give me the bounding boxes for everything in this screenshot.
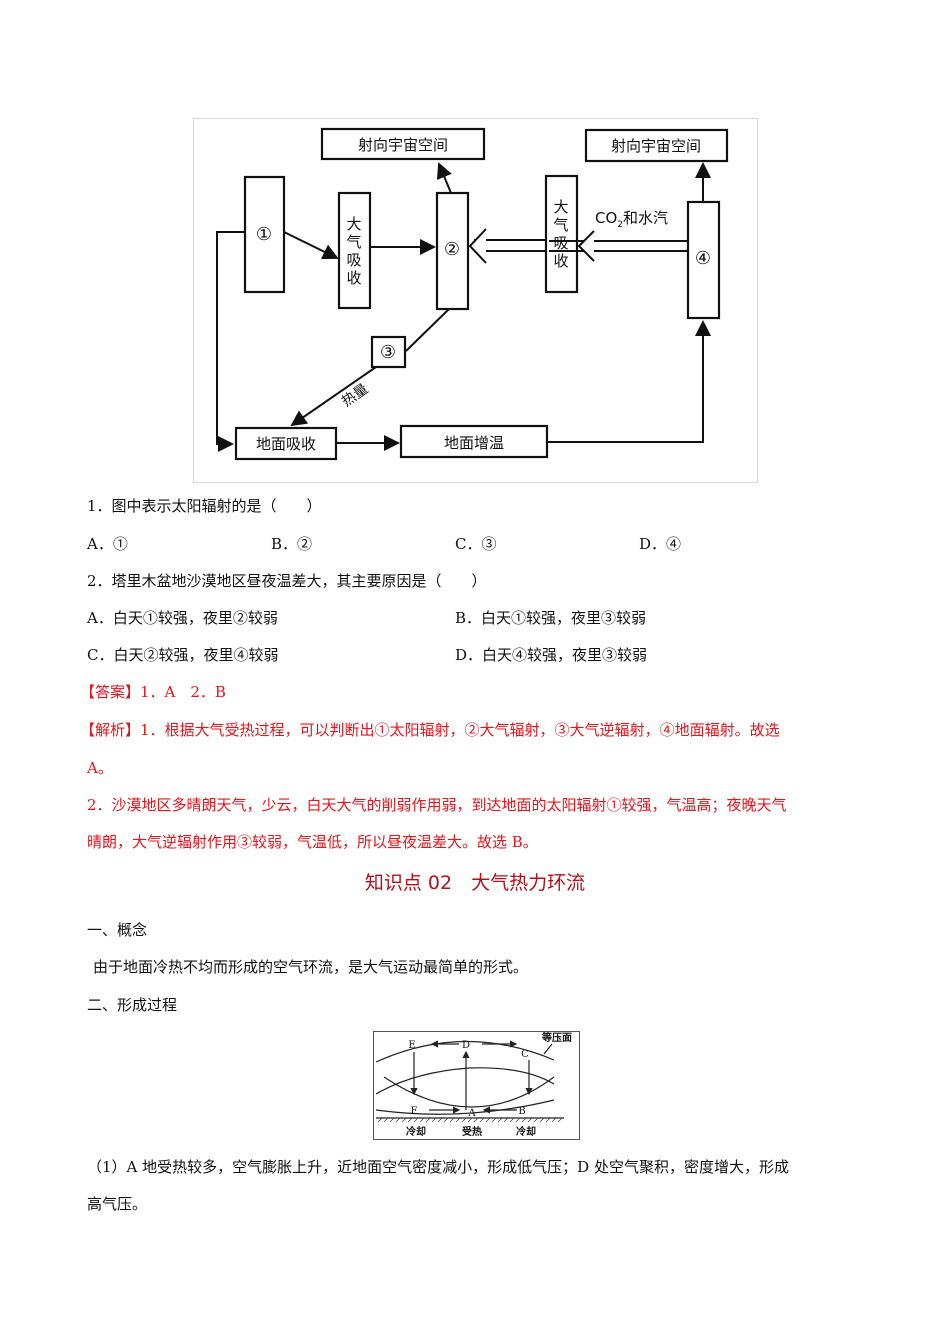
circle-4-label: ④ (695, 248, 711, 269)
concept-heading: 一、概念 (87, 921, 148, 939)
explanation-line-2: 高气压。 (87, 1195, 148, 1213)
answer-text: 1．A 2．B (140, 683, 226, 701)
co2-label: CO2和水汽 (595, 209, 668, 230)
heat-label: 热量 (339, 381, 371, 410)
section-title: 知识点 02 大气热力环流 (364, 872, 586, 894)
analysis-line-2: A。 (87, 759, 113, 777)
atm-absorb-right-char: 吸 (553, 234, 568, 252)
atm-absorb-right-char: 气 (553, 216, 568, 234)
analysis-line-1: 【解析】1．根据大气受热过程，可以判断出①太阳辐射，②大气辐射，③大气逆辐射，④… (80, 720, 780, 740)
circle-3-label: ③ (380, 342, 396, 363)
point-c: C (521, 1049, 529, 1060)
analysis-text-1: 1．根据大气受热过程，可以判断出①太阳辐射，②大气辐射，③大气逆辐射，④地面辐射… (140, 721, 780, 739)
atm-absorb-right-char: 大 (553, 198, 568, 216)
space-label-left: 射向宇宙空间 (358, 136, 448, 154)
analysis-line-4: 晴朗，大气逆辐射作用③较弱，气温低，所以昼夜温差大。故选 B。 (87, 833, 538, 851)
ground-warm-label: 地面增温 (444, 434, 504, 452)
analysis-label: 【解析】 (80, 721, 141, 739)
question-2-stem: 2．塔里木盆地沙漠地区昼夜温差大，其主要原因是（ ） (87, 572, 487, 590)
q1-option-c: C．③ (455, 535, 497, 553)
ground-absorb-label: 地面吸收 (256, 435, 316, 453)
isobar-label: 等压面 (542, 1032, 572, 1044)
concept-text: 由于地面冷热不均而形成的空气环流，是大气运动最简单的形式。 (93, 958, 529, 976)
q2-option-b: B．白天①较强，夜里③较弱 (455, 609, 647, 627)
atm-absorb-left-char: 吸 (346, 251, 361, 269)
space-label-right: 射向宇宙空间 (611, 137, 701, 155)
cool-left-label: 冷却 (406, 1125, 426, 1138)
circle-2-label: ② (444, 239, 460, 260)
point-e: E (408, 1040, 415, 1051)
atm-absorb-left-char: 收 (346, 269, 361, 287)
atm-absorb-left-char: 大 (346, 215, 361, 233)
q1-option-a: A．① (87, 535, 128, 553)
question-1-stem: 1．图中表示太阳辐射的是（ ） (87, 497, 322, 515)
analysis-line-3: 2．沙漠地区多晴朗天气，少云，白天大气的削弱作用弱，到达地面的太阳辐射①较强，气… (87, 796, 787, 814)
space-box-left (320, 127, 486, 161)
q1-option-d: D．④ (639, 535, 682, 553)
q2-option-d: D．白天④较强，夜里③较弱 (455, 646, 648, 664)
answer-line: 【答案】1．A 2．B (80, 682, 226, 702)
atm-absorb-right-char: 收 (553, 252, 568, 270)
q2-option-c: C．白天②较强，夜里④较弱 (87, 646, 279, 664)
q1-option-b: B．② (271, 535, 313, 553)
point-f: F (411, 1106, 418, 1117)
q2-option-a: A．白天①较强，夜里②较弱 (87, 609, 278, 627)
point-a: A (467, 1108, 476, 1119)
atmosphere-heating-diagram: 射向宇宙空间 射向宇宙空间 ① ② ④ ③ 大 气 吸 收 大 气 吸 收 CO… (193, 118, 758, 483)
process-heading: 二、形成过程 (87, 996, 178, 1014)
explanation-line-1: （1）A 地受热较多，空气膨胀上升，近地面空气密度减小，形成低气压；D 处空气聚… (87, 1158, 789, 1176)
circle-1-label: ① (256, 224, 272, 245)
point-d: D (462, 1040, 470, 1051)
heated-label: 受热 (462, 1125, 482, 1138)
atm-absorb-left-char: 气 (346, 233, 361, 251)
thermal-circulation-diagram: 等压面 E D C F A B 冷却 受热 冷却 (373, 1031, 580, 1140)
cool-right-label: 冷却 (516, 1125, 536, 1138)
point-b: B (518, 1106, 525, 1117)
answer-label: 【答案】 (80, 683, 141, 701)
